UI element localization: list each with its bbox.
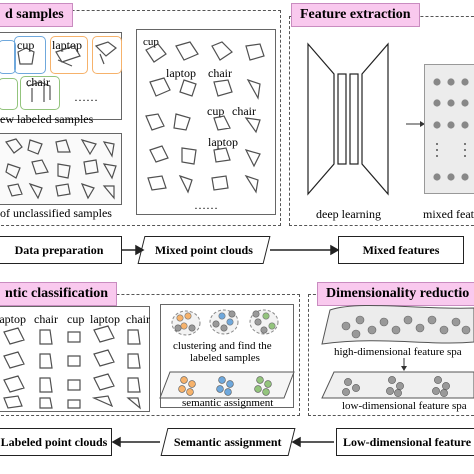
class-label-cup: cup xyxy=(67,312,85,326)
cup-label: cup xyxy=(17,38,35,52)
sample-box-extra xyxy=(92,36,122,74)
chair-label: chair xyxy=(26,75,50,89)
clustering-caption-1: clustering and find the xyxy=(173,340,272,352)
class-label-chair: chair xyxy=(34,312,58,326)
sample-box-chair xyxy=(20,76,60,110)
clustering-panel xyxy=(160,304,294,408)
laptop-label: laptop xyxy=(52,38,82,52)
mixed-label-laptop: laptop xyxy=(166,66,196,80)
dimensionality-reduction-header: Dimensionality reductio xyxy=(317,282,474,306)
class-label-laptop: laptop xyxy=(0,312,26,326)
sample-box-green-left xyxy=(0,78,18,110)
mixed-label-chair-2: chair xyxy=(232,104,256,118)
labeled-samples-caption: ew labeled samples xyxy=(0,112,94,126)
semantic-assignment-caption: semantic assignment xyxy=(182,397,274,409)
labeled-samples-panel xyxy=(0,32,122,120)
class-label-laptop-2: laptop xyxy=(90,312,120,326)
low-dim-features-box: Low-dimensional feature xyxy=(336,428,474,456)
classified-samples-panel xyxy=(0,306,150,412)
semantic-classification-header: ntic classification xyxy=(0,282,118,306)
high-dim-caption: high-dimensional feature spa xyxy=(334,346,462,358)
labeled-point-clouds-box: Labeled point clouds xyxy=(0,428,112,456)
mixed-label-laptop-2: laptop xyxy=(208,135,238,149)
labeled-samples-header: d samples xyxy=(0,3,73,27)
mixed-features-caption: mixed featu xyxy=(423,207,474,221)
mixed-features-panel xyxy=(424,64,474,194)
data-preparation-box: Data preparation xyxy=(0,236,122,264)
labeled-ellipsis: …… xyxy=(74,90,98,104)
low-dim-features-label: Low-dimensional feature xyxy=(343,434,472,449)
unclassified-samples-caption: of unclassified samples xyxy=(0,206,112,220)
semantic-classification-region xyxy=(0,294,300,416)
labeled-point-clouds-label: Labeled point clouds xyxy=(0,434,108,449)
sample-box-cup xyxy=(14,36,46,74)
data-preparation-label: Data preparation xyxy=(14,242,104,257)
labeled-samples-region xyxy=(0,10,281,226)
mixed-label-chair: chair xyxy=(208,66,232,80)
mixed-label-cup-2: cup xyxy=(207,104,225,118)
deep-learning-caption: deep learning xyxy=(316,207,381,221)
mixed-point-clouds-panel xyxy=(136,29,276,215)
mixed-features-box: Mixed features xyxy=(338,236,464,264)
mixed-ellipsis: …… xyxy=(194,198,218,212)
low-dim-caption: low-dimensional feature spa xyxy=(342,400,467,412)
clustering-caption-2: labeled samples xyxy=(190,352,260,364)
mixed-features-label: Mixed features xyxy=(362,242,440,257)
class-label-chair-2: chair xyxy=(126,312,150,326)
sample-box-laptop xyxy=(50,36,88,74)
feature-extraction-header: Feature extraction xyxy=(291,3,420,27)
sample-box-blue xyxy=(0,40,16,74)
